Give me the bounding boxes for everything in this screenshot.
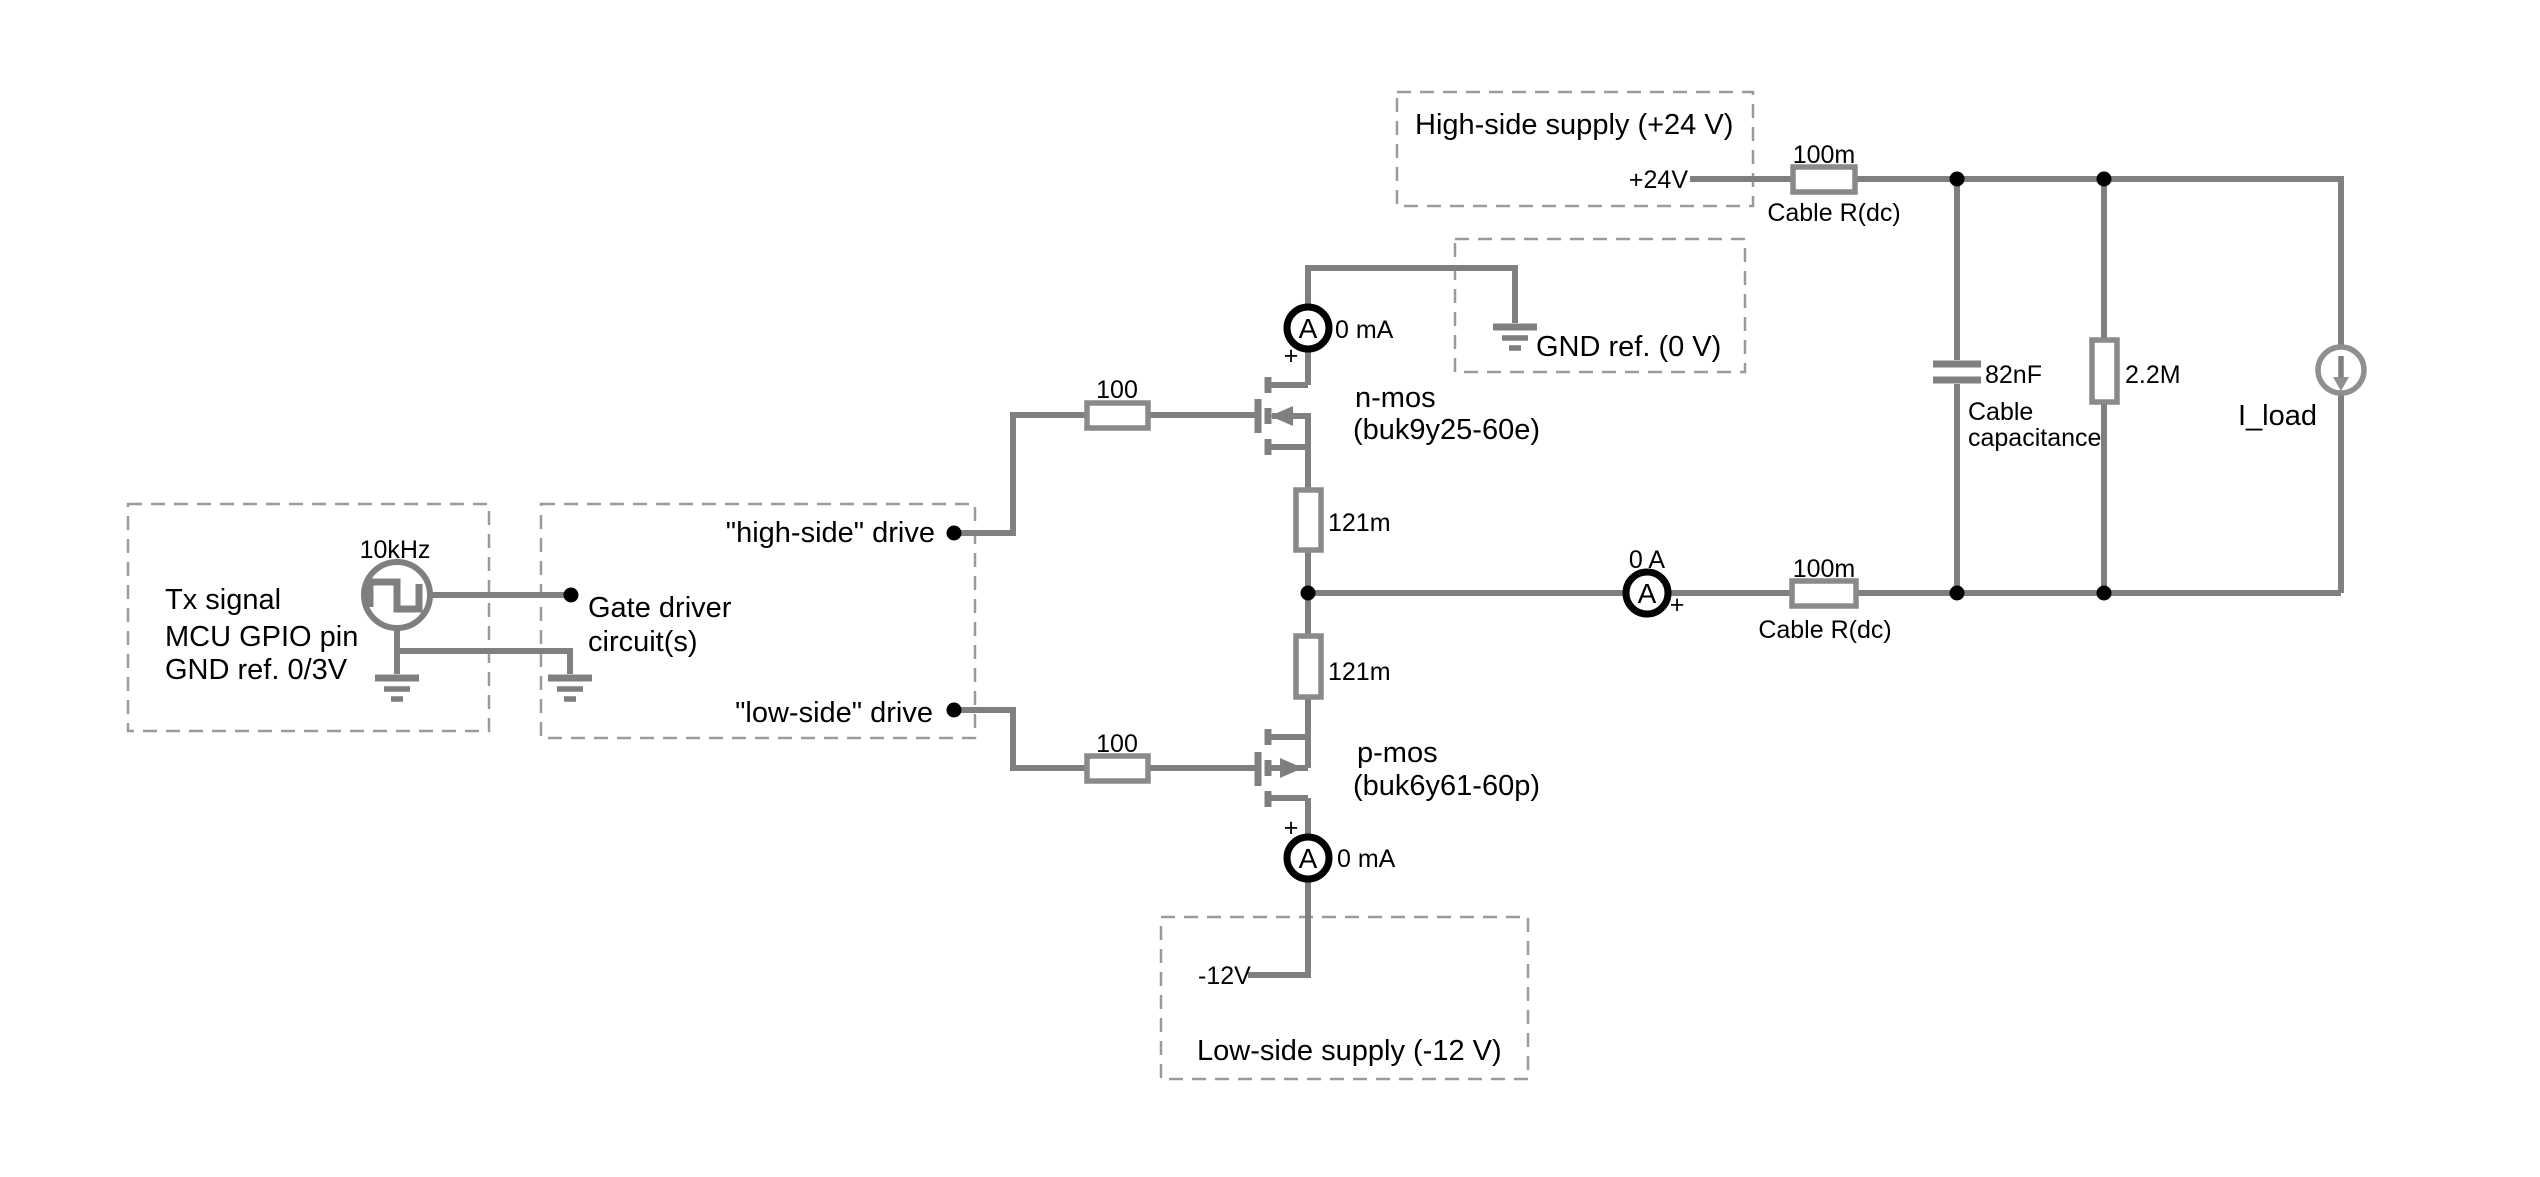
- cable-resistor-supply-value: 100m: [1793, 141, 1856, 169]
- wire-high-side-drive: [954, 412, 1256, 536]
- source-frequency: 10kHz: [360, 536, 431, 564]
- gate-driver-box: [539, 502, 977, 740]
- cable-resistor-output: [1789, 578, 1859, 609]
- square-wave-source: [361, 559, 433, 631]
- sense-resistor-low-value: 121m: [1328, 658, 1391, 686]
- nmos-arrow: [1270, 406, 1293, 426]
- wires: [394, 176, 2344, 978]
- square-wave-icon: [366, 578, 423, 613]
- low-side-drive-label: "low-side" drive: [735, 697, 933, 729]
- nmos-symbol: [1254, 377, 1311, 455]
- load-arrow-head: [2333, 377, 2349, 391]
- high-side-supply-box: [1395, 90, 1755, 208]
- tx-line1: Tx signal: [165, 584, 281, 616]
- ammeter-low-letter: A: [1299, 843, 1318, 874]
- gate-resistor-high: [1084, 400, 1151, 431]
- pmos-part: (buk6y61-60p): [1353, 770, 1540, 802]
- ground-symbol-driver: [548, 674, 592, 702]
- gate-driver-line2: circuit(s): [588, 626, 698, 658]
- capacitor-label-2: capacitance: [1968, 424, 2101, 452]
- ammeter-output-reading: 0 A: [1629, 546, 1665, 574]
- bleed-resistor: [2089, 337, 2120, 405]
- tx-line3: GND ref. 0/3V: [165, 654, 348, 686]
- sense-resistor-low: [1293, 633, 1324, 700]
- bleed-resistor-value: 2.2M: [2125, 361, 2181, 389]
- plus24v-terminal: +24V: [1629, 166, 1688, 194]
- high-side-drive-label: "high-side" drive: [726, 517, 935, 549]
- wire-low-side-drive: [954, 707, 1256, 771]
- ammeter-output-letter: A: [1638, 578, 1657, 609]
- ammeter-high: A: [1283, 303, 1333, 353]
- ammeter-low-reading: 0 mA: [1337, 845, 1396, 873]
- ammeter-low-plus: +: [1284, 814, 1299, 842]
- cable-resistor-output-value: 100m: [1793, 555, 1856, 583]
- minus12v-terminal: -12V: [1198, 962, 1251, 990]
- capacitor-plates: [1933, 360, 1981, 384]
- low-side-supply-title: Low-side supply (-12 V): [1197, 1035, 1502, 1067]
- nmos-name: n-mos: [1355, 382, 1436, 414]
- gate-resistor-high-value: 100: [1096, 376, 1138, 404]
- load-current-source: [2315, 344, 2367, 396]
- labels: Tx signal MCU GPIO pin GND ref. 0/3V 10k…: [165, 109, 2317, 1067]
- cable-resistor-supply-label: Cable R(dc): [1767, 199, 1900, 227]
- sense-resistor-high: [1293, 487, 1324, 553]
- capacitor-value: 82nF: [1985, 361, 2042, 389]
- cable-resistor-output-label: Cable R(dc): [1758, 616, 1891, 644]
- ammeter-output: A: [1622, 568, 1672, 618]
- wire-tx-ground-net: [394, 628, 573, 674]
- wire-nmos-drain-gnd: [1305, 265, 1518, 385]
- ammeter-output-plus: +: [1670, 591, 1685, 619]
- high-side-supply-title: High-side supply (+24 V): [1415, 109, 1733, 141]
- ammeter-high-plus: +: [1284, 342, 1299, 370]
- sense-resistor-high-value: 121m: [1328, 509, 1391, 537]
- cable-capacitor: [1933, 360, 1981, 384]
- ammeter-high-reading: 0 mA: [1335, 316, 1394, 344]
- gate-driver-line1: Gate driver: [588, 592, 732, 624]
- gnd-ref-box: [1453, 237, 1747, 374]
- gnd-ref-title: GND ref. (0 V): [1536, 331, 1721, 363]
- ammeter-high-letter: A: [1299, 313, 1318, 344]
- junction-dots: [563, 171, 2112, 718]
- ground-symbol-tx: [375, 674, 419, 702]
- gate-resistor-low-value: 100: [1096, 730, 1138, 758]
- load-label: I_load: [2238, 400, 2317, 432]
- pmos-arrow: [1280, 758, 1303, 778]
- cable-resistor-supply: [1790, 164, 1858, 195]
- gate-resistor-low: [1084, 753, 1151, 784]
- wire-top-rail: [1690, 176, 2344, 593]
- low-side-supply-box: [1159, 915, 1530, 1081]
- pmos-name: p-mos: [1357, 737, 1438, 769]
- capacitor-label-1: Cable: [1968, 398, 2033, 426]
- pmos-symbol: [1254, 729, 1311, 807]
- nmos-part: (buk9y25-60e): [1353, 414, 1540, 446]
- wire-pmos-source-supply: [1248, 798, 1311, 978]
- ground-symbol-gnd-ref: [1493, 323, 1537, 351]
- ammeter-low: A: [1283, 833, 1333, 883]
- tx-line2: MCU GPIO pin: [165, 621, 358, 653]
- tx-signal-box: [126, 502, 491, 733]
